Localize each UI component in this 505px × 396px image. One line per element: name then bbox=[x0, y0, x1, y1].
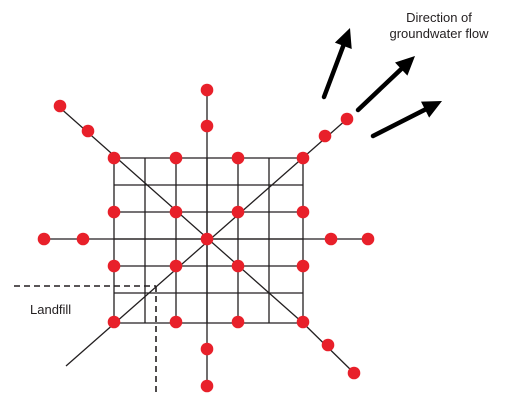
flow-arrow-head bbox=[395, 56, 415, 76]
flow-arrow-shaft bbox=[321, 41, 347, 100]
flow-label-line-1: Direction of bbox=[406, 10, 472, 25]
landfill-label: Landfill bbox=[30, 302, 72, 317]
monitoring-well-dot bbox=[37, 232, 51, 246]
landfill-boundary bbox=[14, 285, 157, 396]
monitoring-well-dot bbox=[169, 205, 183, 219]
monitoring-well-dot bbox=[231, 205, 245, 219]
monitoring-well-dot bbox=[200, 83, 214, 97]
monitoring-well-dot bbox=[296, 259, 310, 273]
monitoring-well-dot bbox=[169, 259, 183, 273]
monitoring-wells bbox=[37, 83, 375, 393]
monitoring-well-dot bbox=[231, 315, 245, 329]
monitoring-well-dot bbox=[200, 119, 214, 133]
flow-arrow-shaft bbox=[370, 106, 430, 139]
flow-label-line-2: groundwater flow bbox=[389, 26, 489, 41]
monitoring-well-dot bbox=[324, 232, 338, 246]
flow-arrow bbox=[355, 56, 415, 113]
flow-arrow-shaft bbox=[355, 65, 405, 113]
monitoring-well-dot bbox=[321, 338, 335, 352]
monitoring-well-dot bbox=[53, 99, 67, 113]
groundwater-flow-arrows bbox=[321, 28, 442, 139]
monitoring-well-dot bbox=[340, 112, 354, 126]
flow-direction-label: Direction of groundwater flow bbox=[378, 10, 500, 42]
monitoring-well-dot bbox=[296, 315, 310, 329]
monitoring-well-dot bbox=[107, 259, 121, 273]
monitoring-well-dot bbox=[107, 151, 121, 165]
monitoring-well-dot bbox=[361, 232, 375, 246]
monitoring-well-dot bbox=[81, 124, 95, 138]
monitoring-well-dot bbox=[231, 259, 245, 273]
monitoring-well-dot bbox=[76, 232, 90, 246]
monitoring-well-dot bbox=[107, 205, 121, 219]
monitoring-well-dot bbox=[200, 232, 214, 246]
monitoring-well-dot bbox=[200, 379, 214, 393]
monitoring-well-dot bbox=[231, 151, 245, 165]
monitoring-well-dot bbox=[347, 366, 361, 380]
flow-arrow-head bbox=[420, 101, 442, 118]
flow-arrow bbox=[370, 101, 442, 139]
monitoring-well-dot bbox=[296, 151, 310, 165]
flow-arrow-head bbox=[334, 28, 352, 49]
monitoring-well-dot bbox=[169, 151, 183, 165]
monitoring-well-dot bbox=[296, 205, 310, 219]
monitoring-well-dot bbox=[318, 129, 332, 143]
flow-arrow bbox=[321, 28, 352, 100]
monitoring-well-dot bbox=[169, 315, 183, 329]
monitoring-well-dot bbox=[107, 315, 121, 329]
monitoring-well-dot bbox=[200, 342, 214, 356]
